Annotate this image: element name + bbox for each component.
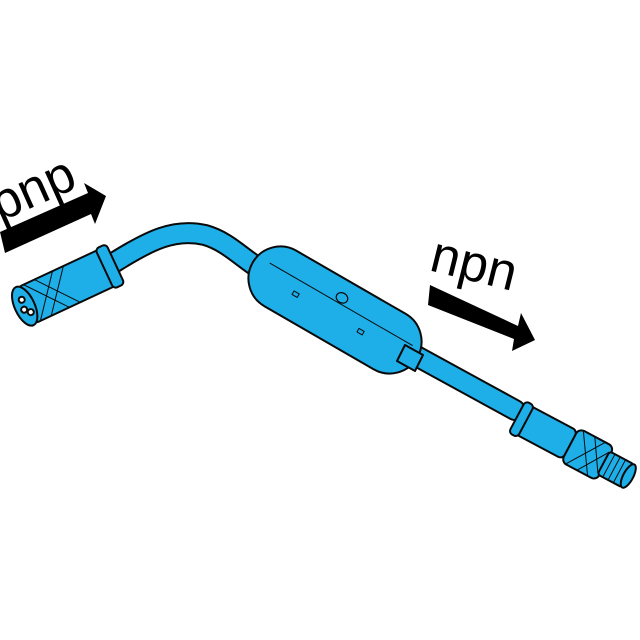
female-connector (10, 244, 125, 327)
junction-box (247, 245, 423, 375)
male-connector (508, 401, 637, 489)
pnp-arrow-icon (0, 183, 106, 253)
npn-arrow-icon (428, 285, 535, 351)
